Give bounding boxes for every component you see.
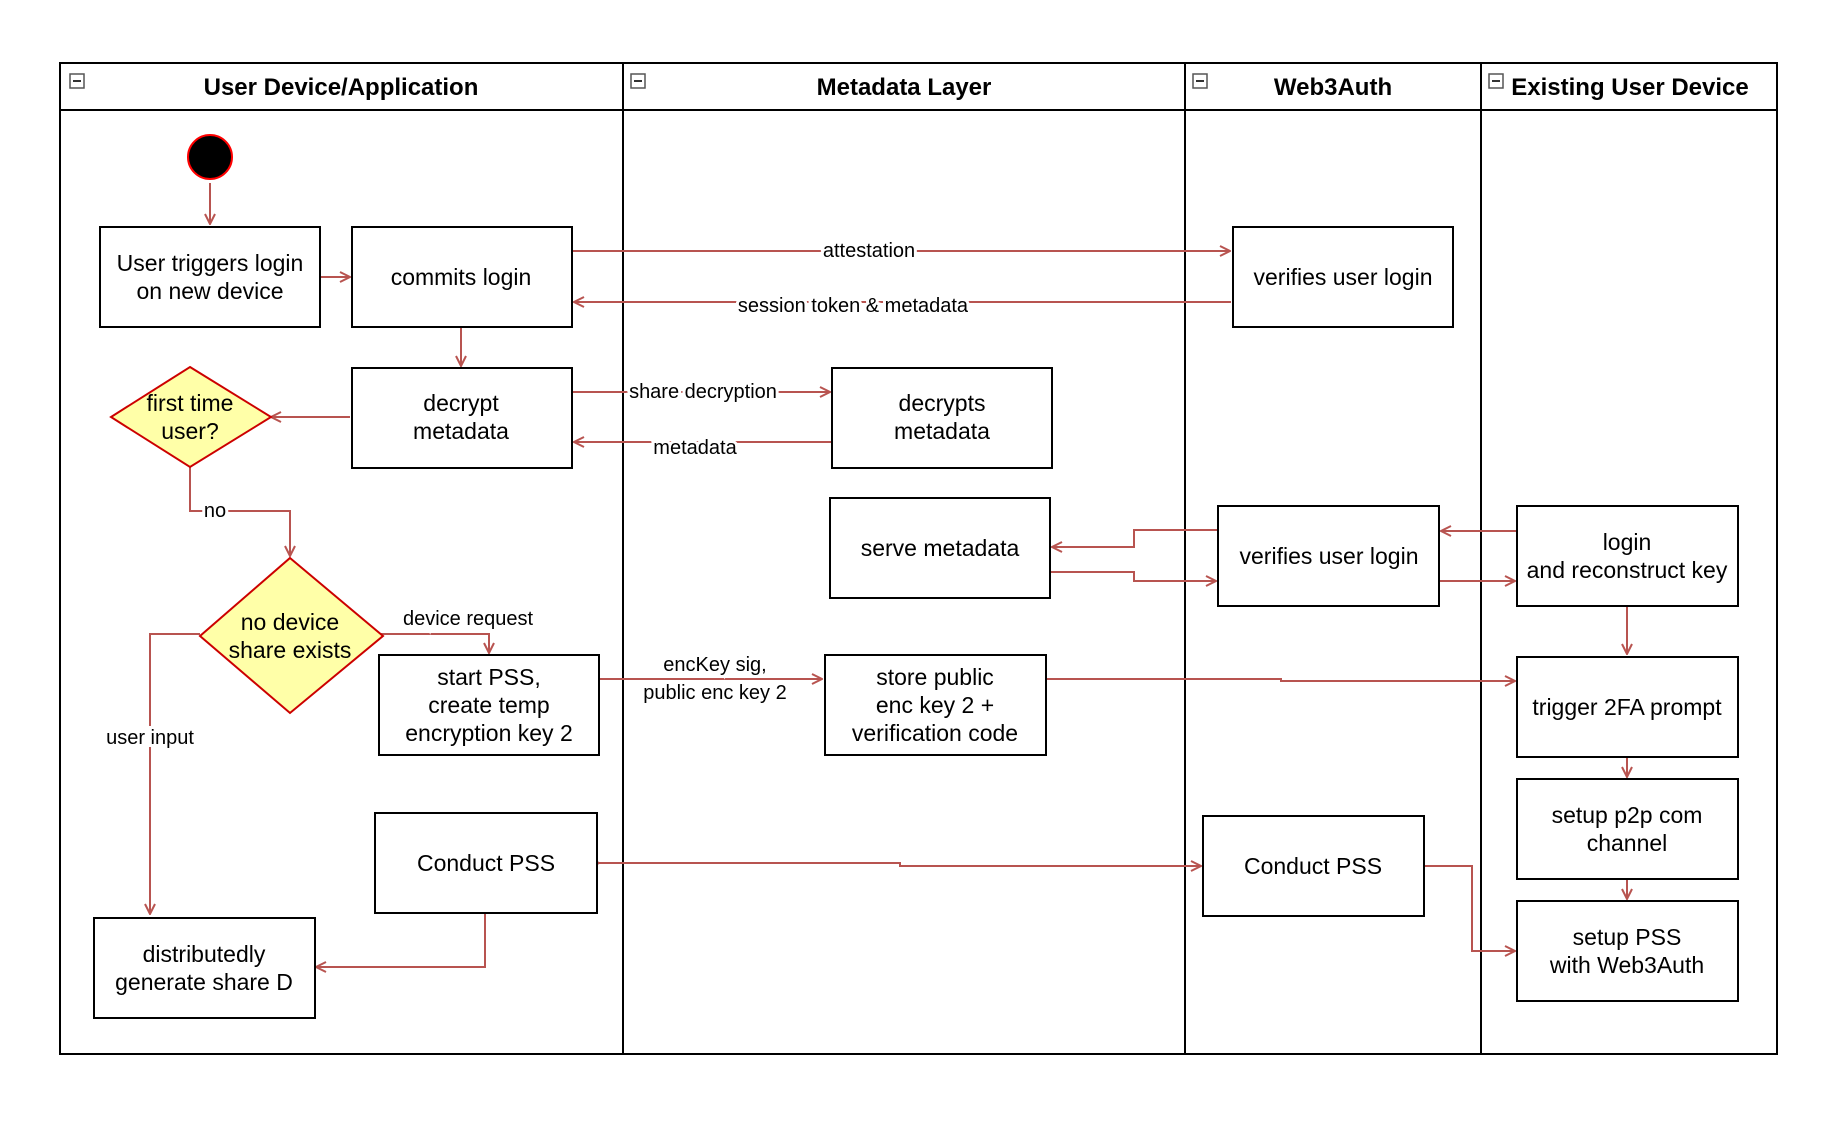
node-startpss-text-0: start PSS, — [437, 664, 541, 690]
edge-pss2-to-setuppss — [1425, 866, 1515, 951]
edge-label-sharedec-text-0: share decryption — [629, 381, 777, 403]
node-startpss-box — [378, 654, 600, 756]
node-decrypt-text-0: decrypt — [423, 390, 499, 416]
edge-pss-bidirectional — [599, 863, 1201, 866]
node-pss1-text-0: Conduct PSS — [417, 850, 555, 876]
lane-title-web3auth: Web3Auth — [1274, 74, 1392, 101]
node-verify1-box — [1232, 226, 1454, 328]
edge-label-enckey-text-0: encKey sig, — [663, 654, 766, 676]
edges — [150, 183, 1627, 967]
node-login-box — [1516, 505, 1739, 607]
node-storepub-text-2: verification code — [852, 720, 1018, 746]
node-verify1-text-0: verifies user login — [1254, 264, 1433, 290]
node-setuppss-text-1: with Web3Auth — [1549, 952, 1704, 978]
edge-label-metadata-text-0: metadata — [653, 437, 737, 459]
node-commits-box — [351, 226, 573, 328]
node-pss1-box — [374, 812, 598, 914]
node-decrypts-box — [831, 367, 1053, 469]
node-p2p-text-0: setup p2p com — [1552, 802, 1703, 828]
node-pss2-box — [1202, 815, 1425, 917]
edge-label-attestation-text-0: attestation — [823, 240, 915, 262]
edge-serve-to-verify2 — [1050, 571, 1216, 581]
edge-label-devreq-text-0: device request — [403, 608, 534, 630]
node-serve-box — [829, 497, 1051, 599]
edge-store-to-2fa — [1046, 679, 1515, 681]
edge-first-no — [189, 467, 290, 556]
node-loginrec-text-1: and reconstruct key — [1527, 557, 1728, 583]
decision-no-device-share — [198, 556, 385, 715]
node-startpss-text-1: create temp — [428, 692, 549, 718]
node-distgen-text-1: generate share D — [115, 969, 293, 995]
lane-header-web3auth: Web3Auth — [1192, 73, 1392, 101]
node-first-text-1: user? — [161, 418, 219, 444]
node-decrypts-text-1: metadata — [894, 418, 990, 444]
node-decrypts-text-0: decrypts — [899, 390, 986, 416]
edge-user-input — [150, 633, 200, 914]
node-storepub-text-1: enc key 2 + — [876, 692, 994, 718]
lane-header-user: User Device/Application — [69, 73, 479, 101]
start-node — [187, 134, 233, 180]
node-startpss-text-2: encryption key 2 — [405, 720, 572, 746]
edge-label-session-text-0: session token & metadata — [738, 295, 969, 317]
lane-header-existing-device: Existing User Device — [1488, 73, 1749, 101]
node-2fa-box — [1516, 656, 1739, 758]
node-decrypt-box — [351, 367, 573, 469]
node-pss2-text-0: Conduct PSS — [1244, 853, 1382, 879]
node-verify2-box — [1217, 505, 1440, 607]
node-first-text-0: first time — [147, 390, 234, 416]
node-nodevice-text-1: share exists — [229, 637, 352, 663]
node-storepub-box — [824, 654, 1047, 756]
lane-title-existing-device: Existing User Device — [1511, 74, 1748, 101]
lane-header-metadata: Metadata Layer — [630, 73, 992, 101]
node-verify2-text-0: verifies user login — [1240, 543, 1419, 569]
node-decrypt-text-1: metadata — [413, 418, 509, 444]
lane-title-user: User Device/Application — [204, 74, 479, 101]
lane-title-metadata: Metadata Layer — [817, 74, 992, 101]
edge-label-userinput-text-0: user input — [106, 727, 194, 749]
activity-boxes — [93, 226, 1739, 1019]
edge-label-no-text-0: no — [204, 500, 226, 522]
node-distgen-box — [93, 917, 316, 1019]
node-distgen-text-0: distributedly — [143, 941, 266, 967]
edge-pss1-to-distgen — [316, 913, 486, 967]
node-trigger-text-0: User triggers login — [117, 250, 304, 276]
node-setuppss-text-0: setup PSS — [1573, 924, 1682, 950]
edge-label-enckey-text-1: public enc key 2 — [643, 682, 786, 704]
node-trigger2fa-text-0: trigger 2FA prompt — [1532, 694, 1722, 720]
decision-first-time-user — [109, 365, 273, 469]
node-nodevice-text-0: no device — [241, 609, 339, 635]
node-p2p-text-1: channel — [1587, 830, 1668, 856]
node-setuppss-box — [1516, 900, 1739, 1002]
node-trigger-box — [99, 226, 321, 328]
node-trigger-text-1: on new device — [136, 278, 283, 304]
edge-device-request — [381, 633, 489, 653]
node-p2p-box — [1516, 778, 1739, 880]
node-commits-text-0: commits login — [391, 264, 532, 290]
node-serve-text-0: serve metadata — [861, 535, 1020, 561]
node-loginrec-text-0: login — [1603, 529, 1652, 555]
node-storepub-text-0: store public — [876, 664, 994, 690]
edge-verify2-to-serve — [1052, 529, 1218, 547]
